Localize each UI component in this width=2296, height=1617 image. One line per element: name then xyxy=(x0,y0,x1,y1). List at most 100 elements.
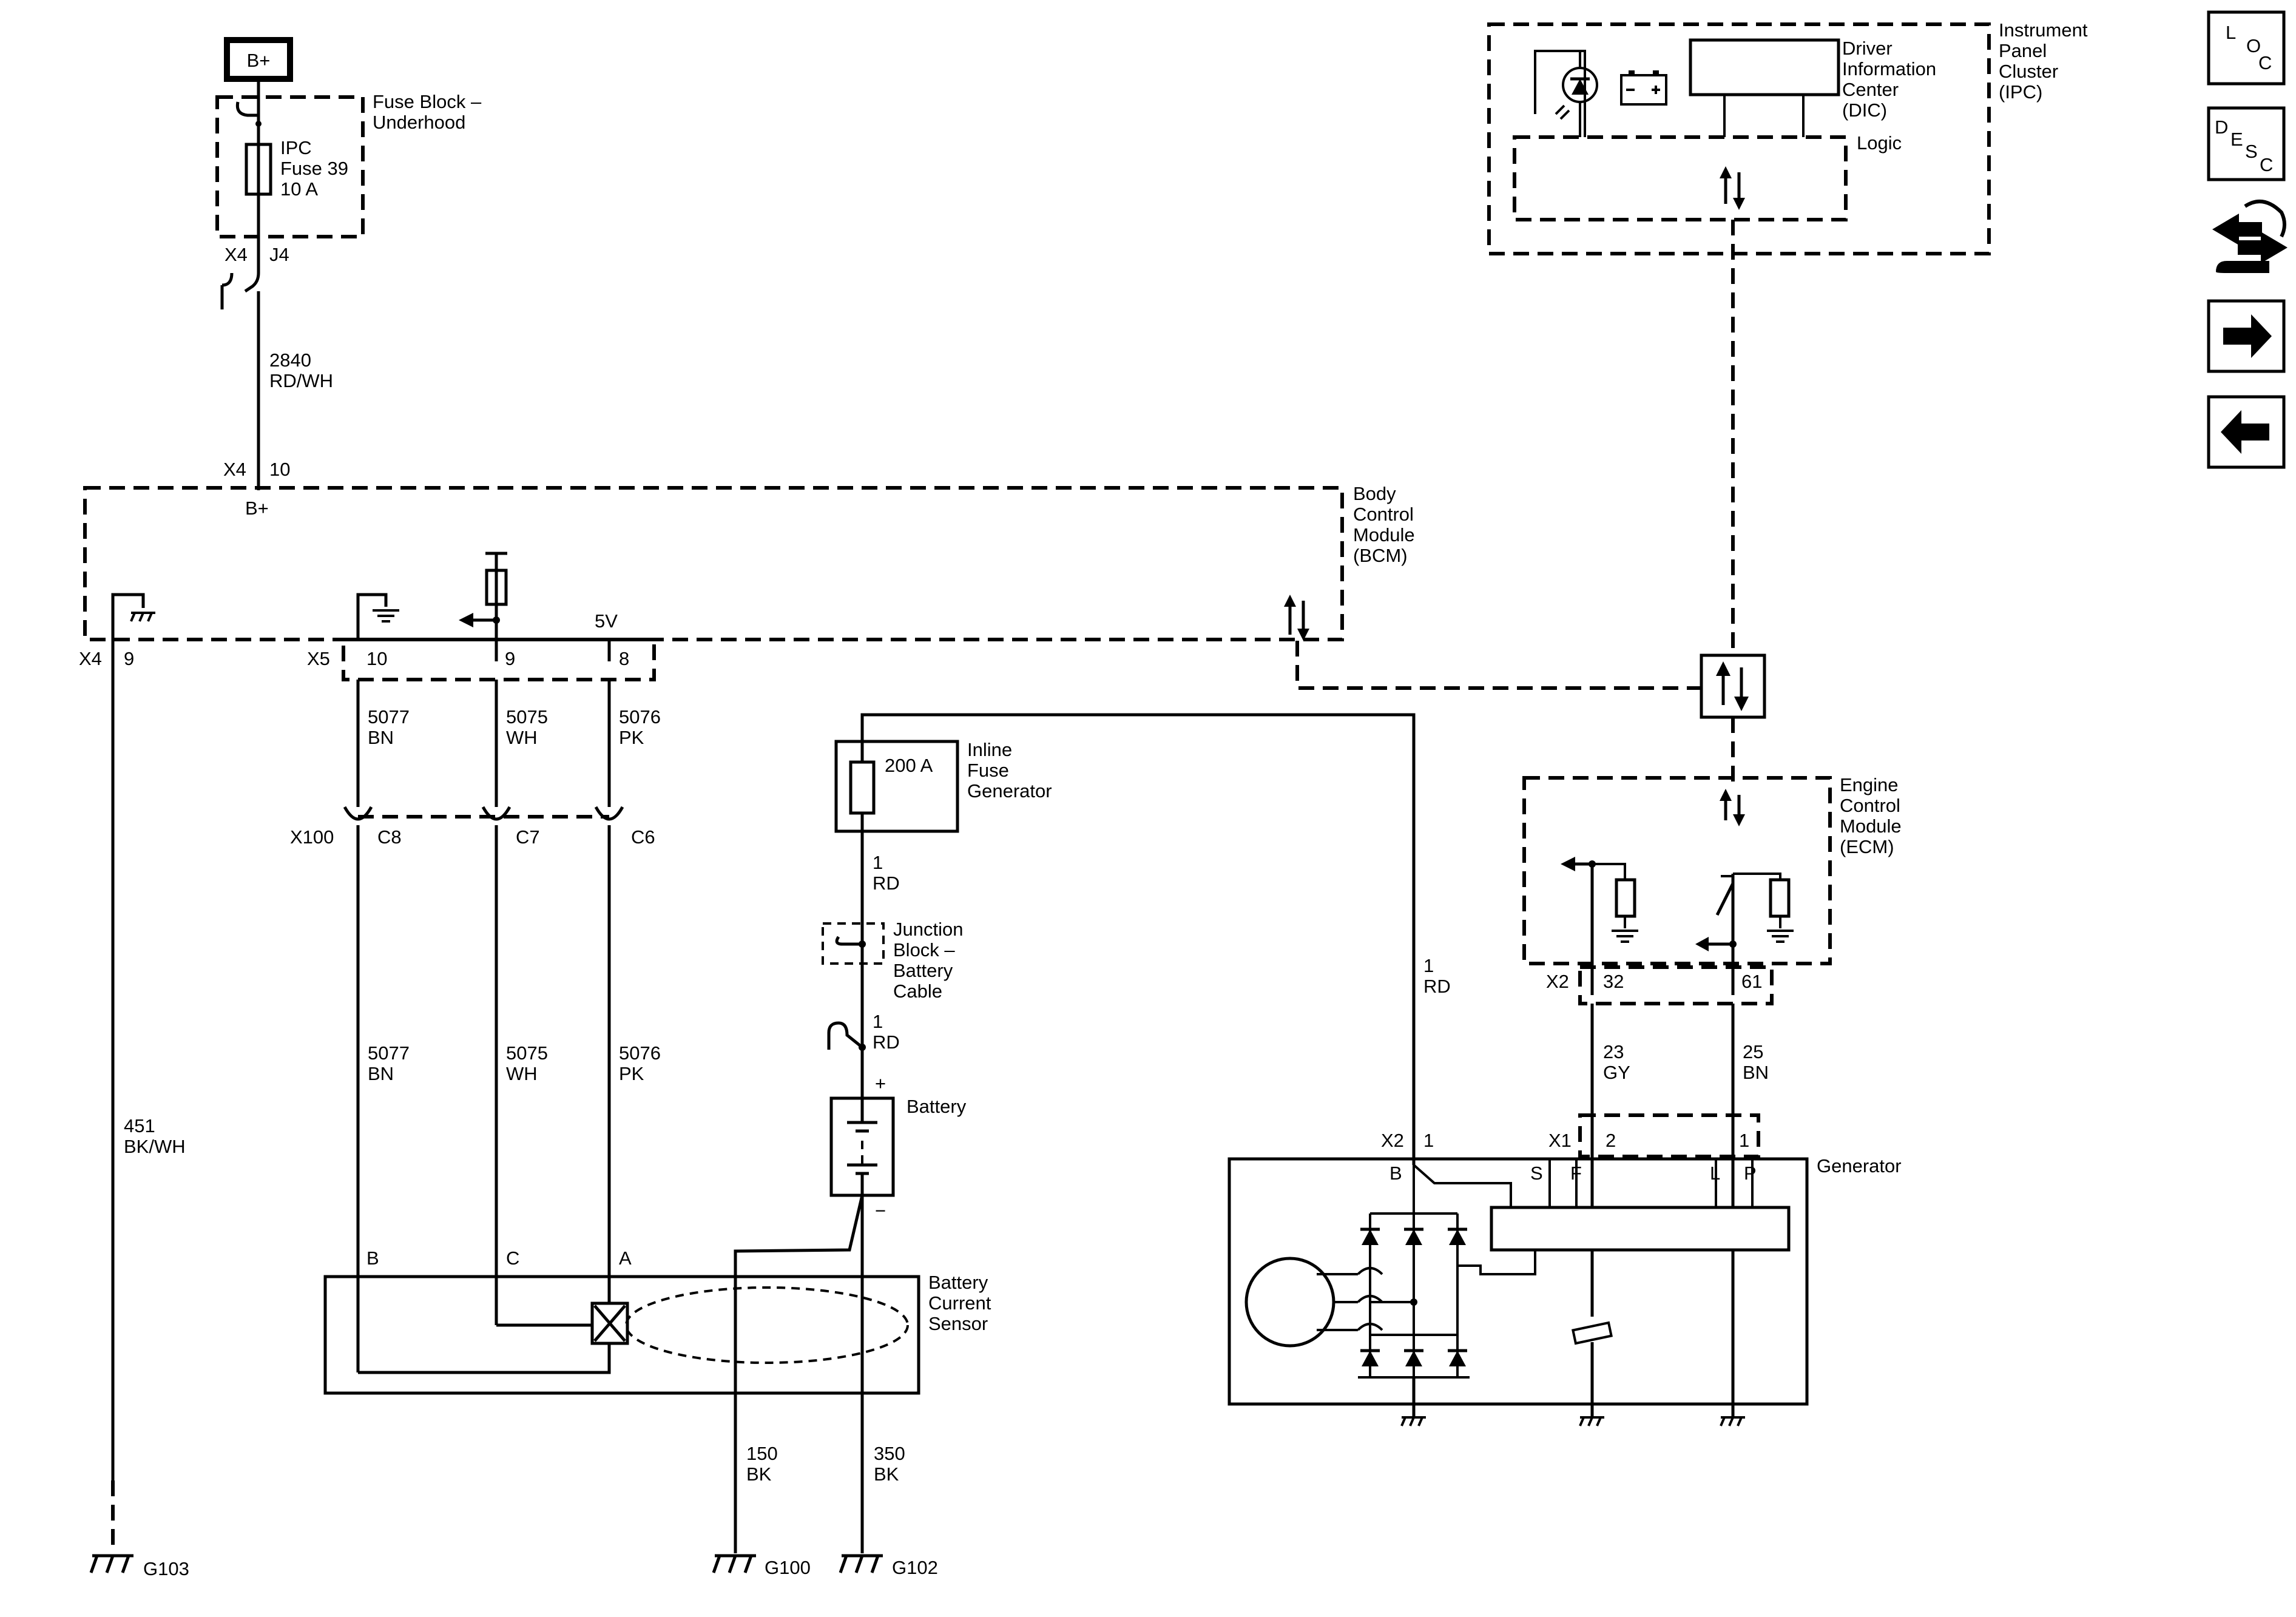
bcs-pin-a: A xyxy=(619,1247,632,1269)
wire-25-color: BN xyxy=(1743,1062,1769,1083)
ipc-name-3: Cluster xyxy=(1999,61,2058,82)
ipc-data-arrows-icon xyxy=(1720,166,1745,210)
bcm-name-4: (BCM) xyxy=(1353,545,1408,566)
wire-451: 451 BK/WH G103 xyxy=(91,640,189,1579)
nav-service-tools-button[interactable] xyxy=(2212,200,2288,273)
gen-x1: X1 xyxy=(1548,1130,1572,1151)
bcm-pin9: 9 xyxy=(124,648,134,669)
wire-5075-color-a: WH xyxy=(506,727,538,748)
junction-name-3: Battery xyxy=(893,960,953,981)
bcm-data-arrows-icon xyxy=(1284,595,1309,641)
wire-5077-color-b: BN xyxy=(368,1063,394,1084)
battery-plus: + xyxy=(875,1073,886,1094)
bcm-5v: 5V xyxy=(595,610,618,632)
gen-term-s: S xyxy=(1530,1163,1543,1184)
stator-icon xyxy=(1244,1257,1335,1348)
bcs-pin-b: B xyxy=(366,1247,379,1269)
connector-x100: X100 C8 C7 C6 xyxy=(290,806,655,848)
bcs-name-2: Current xyxy=(928,1292,991,1314)
fuse-pin: J4 xyxy=(269,244,289,265)
wire-5076-color-a: PK xyxy=(619,727,644,748)
wrench-arrows-icon xyxy=(2212,200,2288,273)
wire-451-color: BK/WH xyxy=(124,1136,186,1157)
bcs-name-1: Battery xyxy=(928,1272,988,1293)
dic-name-3: Center xyxy=(1842,79,1899,100)
wire-23-num: 23 xyxy=(1603,1041,1624,1062)
nav-desc-d: D xyxy=(2215,116,2228,138)
wire-1rd-b: 1 RD xyxy=(827,964,900,1098)
wire-25-num: 25 xyxy=(1743,1041,1763,1062)
wire-23: 23 GY xyxy=(1590,1004,1630,1116)
wire-5076-lower: 5076 PK xyxy=(607,825,661,1303)
voltage-regulator xyxy=(1490,1206,1791,1252)
bcs-pin-c: C xyxy=(506,1247,519,1269)
junction-name-4: Cable xyxy=(893,981,942,1002)
nav-location-button[interactable]: L O C xyxy=(2207,10,2286,86)
ground-g102: G102 xyxy=(892,1557,938,1578)
wire-5076-color-b: PK xyxy=(619,1063,644,1084)
arrow-left-icon xyxy=(2221,410,2269,454)
wire-2840-num: 2840 xyxy=(269,349,311,371)
serial-data-gateway-icon xyxy=(1700,653,1766,719)
wire-5076-num-b: 5076 xyxy=(619,1042,661,1064)
wire-5075-upper: 5075 WH xyxy=(495,680,548,807)
wire-5075-num-b: 5075 xyxy=(506,1042,548,1064)
nav-previous-button[interactable] xyxy=(2207,395,2286,469)
junction-name-2: Block – xyxy=(893,939,955,960)
wire-5075-num-a: 5075 xyxy=(506,706,548,727)
wire-5077-lower: 5077 BN xyxy=(356,825,410,1372)
wire-1rd-c-color: RD xyxy=(1423,976,1451,997)
fuse-label-2: Fuse 39 xyxy=(280,158,348,179)
body-control-module: X4 10 B+ Body Control Module (BCM) 5V xyxy=(83,459,1415,661)
battery: + − Battery xyxy=(829,1073,967,1221)
battery-current-sensor: B C A Battery Current Sensor xyxy=(323,1247,991,1395)
fuse-block-underhood: Fuse Block – Underhood IPC Fuse 39 10 A … xyxy=(215,91,482,309)
wire-2840: 2840 RD/WH xyxy=(257,291,333,490)
wire-1rd-c-num: 1 xyxy=(1423,955,1434,976)
inline-fuse-icon xyxy=(849,760,876,815)
wire-5075-lower: 5075 WH xyxy=(495,825,548,1325)
ipc-name-1: Instrument xyxy=(1999,19,2088,41)
gen-pin2: 2 xyxy=(1606,1130,1616,1151)
nav-description-button[interactable]: D E S C xyxy=(2207,106,2286,181)
bcm-pin10: 10 xyxy=(366,648,387,669)
gen-term-f: F xyxy=(1570,1163,1582,1184)
inline-fuse-generator: 200 A Inline Fuse Generator xyxy=(834,715,1052,833)
fuse-block-name-2: Underhood xyxy=(373,112,465,133)
wire-451-num: 451 xyxy=(124,1115,155,1136)
wire-1rd-a-color: RD xyxy=(873,873,900,894)
wire-5077-num-a: 5077 xyxy=(368,706,410,727)
gen-pin1: 1 xyxy=(1739,1130,1749,1151)
wire-1rd-b-color: RD xyxy=(873,1031,900,1053)
ground-g100: G100 xyxy=(765,1557,811,1578)
power-source: B+ xyxy=(224,37,293,97)
battery-name: Battery xyxy=(907,1096,967,1117)
junction-block-battery-cable: Junction Block – Battery Cable xyxy=(822,919,963,1002)
wire-1rd-b-num: 1 xyxy=(873,1011,883,1032)
x100-c7: C7 xyxy=(516,826,540,848)
wire-150-color: BK xyxy=(746,1463,772,1485)
dic-name-4: (DIC) xyxy=(1842,100,1887,121)
wire-350-color: BK xyxy=(874,1463,899,1485)
bcm-top-conn: X4 xyxy=(223,459,246,480)
nav-loc-l: L xyxy=(2226,22,2236,43)
nav-desc-e: E xyxy=(2230,129,2243,150)
ecm-pin61: 61 xyxy=(1741,971,1762,992)
fuse-conn: X4 xyxy=(225,244,248,265)
bcm-name-3: Module xyxy=(1353,524,1415,545)
instrument-panel-cluster: Instrument Panel Cluster (IPC) Driver In… xyxy=(1487,19,2088,255)
nav-next-button[interactable] xyxy=(2207,299,2286,373)
wire-350-num: 350 xyxy=(874,1443,905,1464)
wire-150-num: 150 xyxy=(746,1443,778,1464)
gen-name: Generator xyxy=(1817,1155,1902,1176)
ecm-name-2: Control xyxy=(1840,795,1900,816)
wire-5076-upper: 5076 PK xyxy=(607,680,661,807)
gen-x2: X2 xyxy=(1381,1130,1404,1151)
fuse-label-3: 10 A xyxy=(280,178,318,200)
inline-fuse-rating: 200 A xyxy=(885,755,933,776)
ipc-name-2: Panel xyxy=(1999,40,2047,61)
battery-indicator-icon xyxy=(1620,70,1667,106)
gen-term-l: L xyxy=(1710,1163,1720,1184)
power-label: B+ xyxy=(247,50,271,71)
